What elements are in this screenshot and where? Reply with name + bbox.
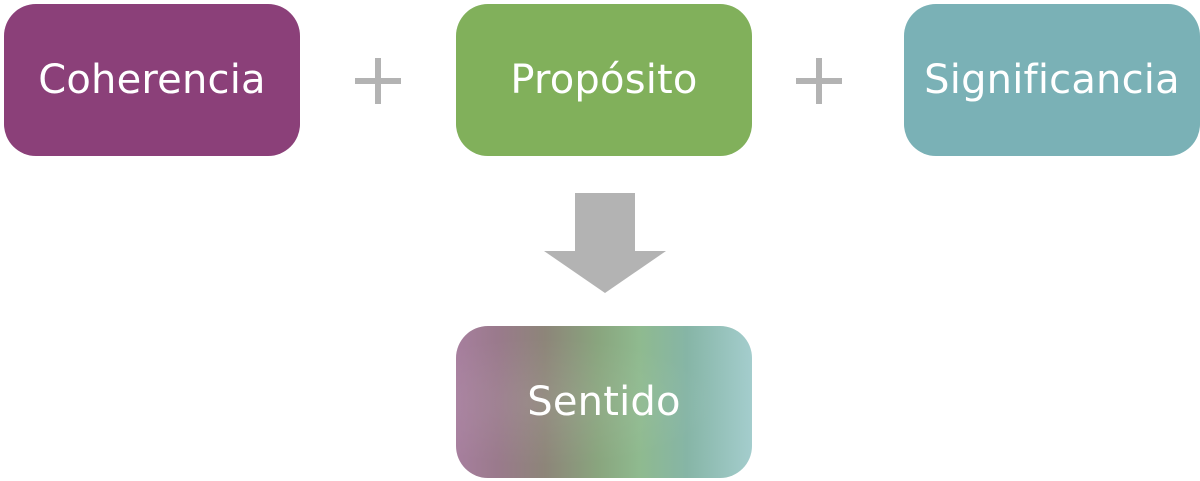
- box-significancia: Significancia: [904, 4, 1200, 156]
- box-sentido-label: Sentido: [527, 379, 681, 425]
- box-coherencia: Coherencia: [4, 4, 300, 156]
- plus-icon: [796, 58, 842, 104]
- arrow-down-icon: [544, 193, 666, 293]
- plus-icon: [355, 58, 401, 104]
- box-sentido: Sentido: [456, 326, 752, 478]
- box-proposito: Propósito: [456, 4, 752, 156]
- box-significancia-label: Significancia: [924, 57, 1180, 103]
- box-coherencia-label: Coherencia: [38, 57, 266, 103]
- box-proposito-label: Propósito: [510, 57, 698, 103]
